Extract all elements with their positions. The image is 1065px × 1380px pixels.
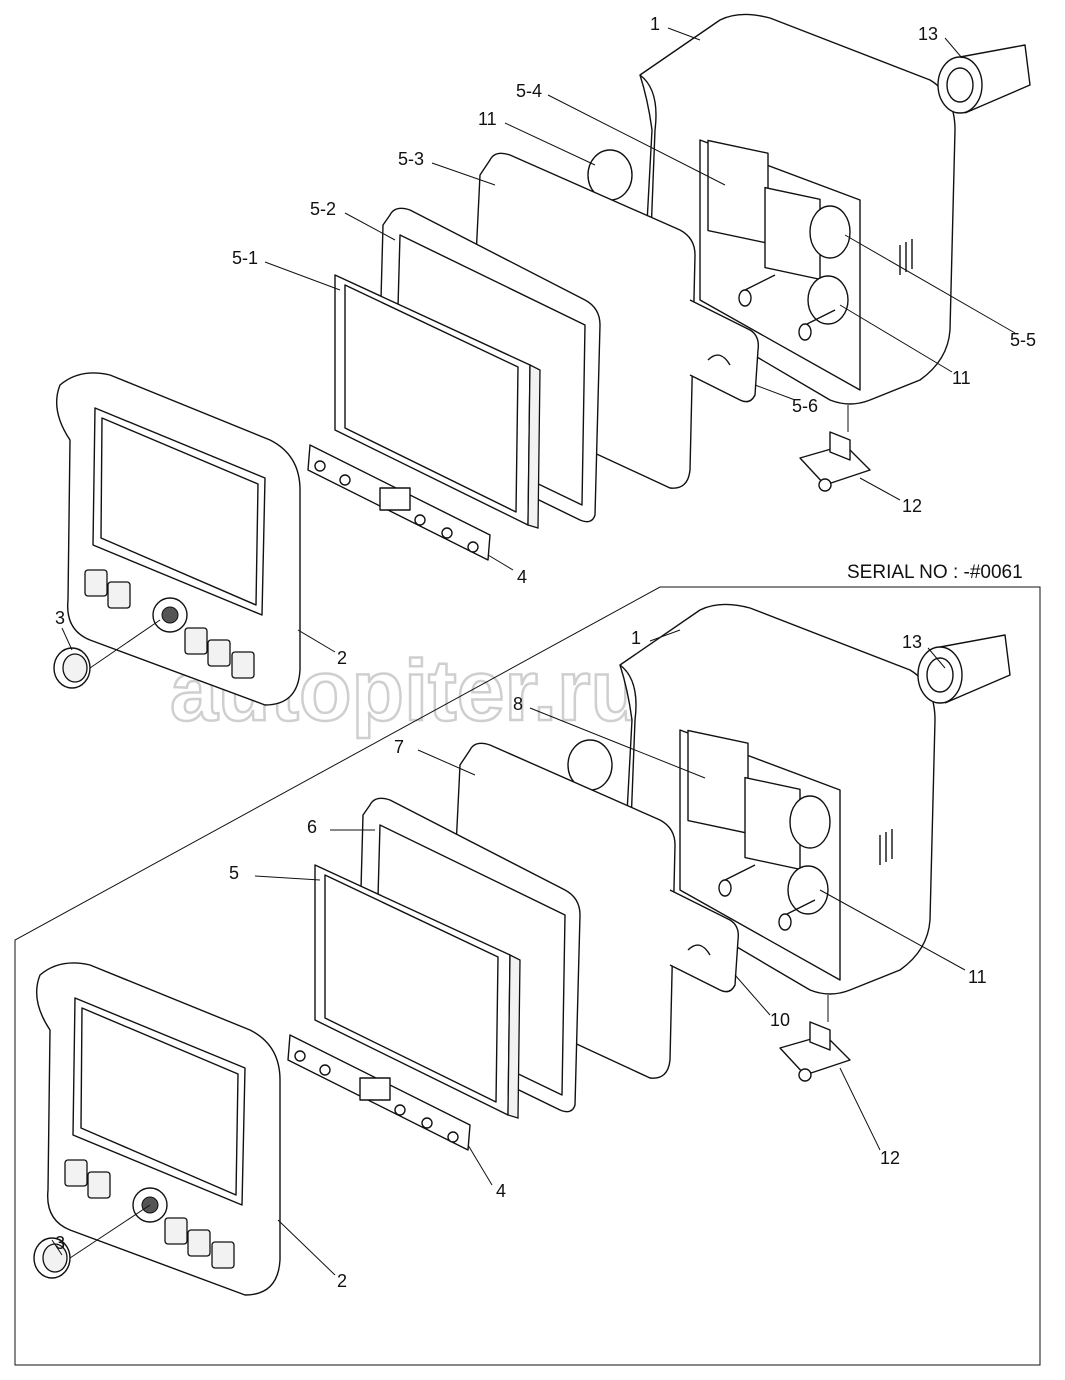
bottom-callouts: 1 13 8 7 6 5 11 10 12 4 3 2 — [55, 628, 987, 1291]
callout-5-3: 5-3 — [398, 149, 424, 169]
callout-5-5: 5-5 — [1010, 330, 1036, 350]
callout-10: 10 — [770, 1010, 790, 1030]
callout-1: 1 — [631, 628, 641, 648]
callout-5-2: 5-2 — [310, 199, 336, 219]
callout-2: 2 — [337, 648, 347, 668]
top-callouts: 1 13 5-4 11 5-3 5-2 5-1 5-5 11 5-6 12 4 … — [55, 14, 1036, 668]
callout-6: 6 — [307, 817, 317, 837]
callout-5-1: 5-1 — [232, 248, 258, 268]
callout-2: 2 — [337, 1271, 347, 1291]
callout-11b: 11 — [952, 368, 971, 388]
callout-11: 11 — [478, 109, 497, 129]
callout-7: 7 — [394, 737, 404, 757]
callout-1: 1 — [650, 14, 660, 34]
callout-4: 4 — [517, 567, 527, 587]
serial-variant-frame — [14, 586, 1041, 1366]
callout-12: 12 — [902, 496, 922, 516]
callout-3: 3 — [55, 608, 65, 628]
callout-3: 3 — [55, 1233, 65, 1253]
callout-8: 8 — [513, 694, 523, 714]
callout-13: 13 — [902, 632, 922, 652]
callout-13: 13 — [918, 24, 938, 44]
callout-11: 11 — [968, 967, 987, 987]
serial-note: SERIAL NO : -#0061 — [847, 562, 1023, 583]
callout-4: 4 — [496, 1181, 506, 1201]
callout-12: 12 — [880, 1148, 900, 1168]
callout-5: 5 — [229, 863, 239, 883]
callout-5-6: 5-6 — [792, 396, 818, 416]
callout-5-4: 5-4 — [516, 81, 542, 101]
top-assembly — [53, 13, 1031, 706]
